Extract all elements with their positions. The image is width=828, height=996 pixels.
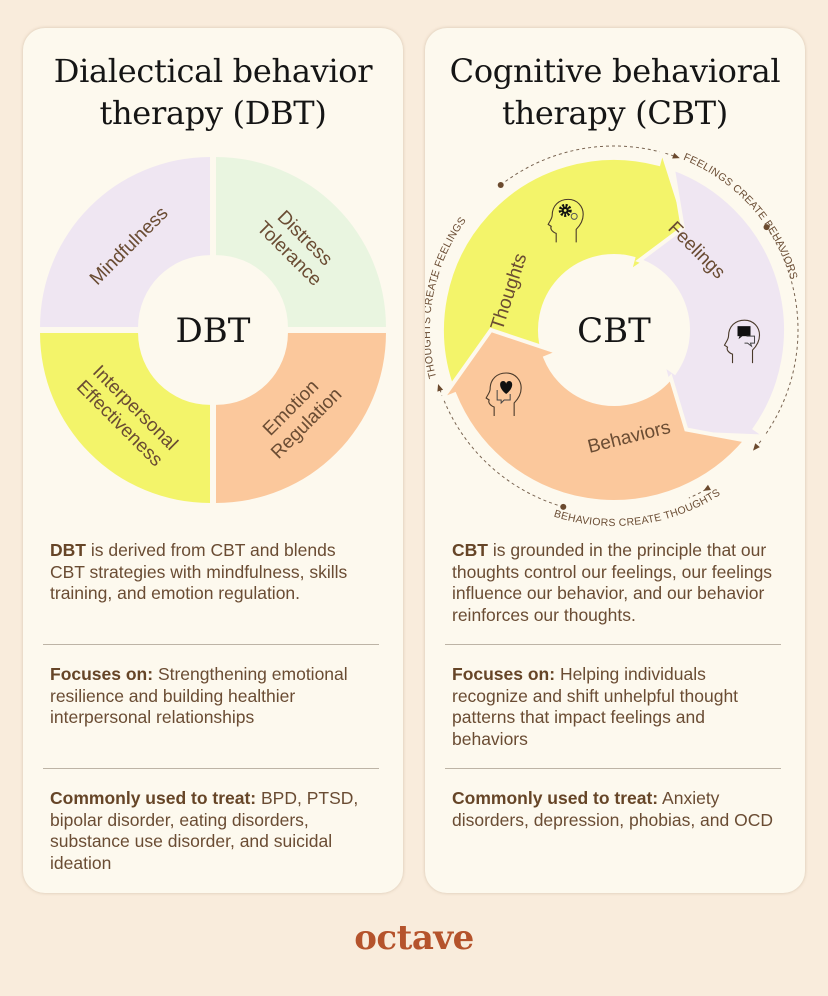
dbt-segment-mindfulness xyxy=(40,157,210,327)
dbt-focuses-text: Strengthening emotional resilience and b… xyxy=(50,664,348,728)
dbt-title-line2: therapy (DBT) xyxy=(99,94,327,132)
dbt-treats: Commonly used to treat: BPD, PTSD, bipol… xyxy=(50,788,375,874)
divider xyxy=(445,768,781,769)
cbt-focuses-text: Helping individuals recognize and shift … xyxy=(452,664,739,749)
dbt-description-text: is derived from CBT and blends CBT strat… xyxy=(50,540,348,604)
cbt-title-line1: Cognitive behavioral xyxy=(449,52,781,90)
dbt-title-line1: Dialectical behavior xyxy=(53,52,373,90)
cbt-treat-label: Commonly used to treat: xyxy=(452,788,659,808)
dbt-description-bold: DBT xyxy=(50,540,86,560)
cbt-description: CBT is grounded in the principle that ou… xyxy=(452,540,777,626)
divider xyxy=(445,644,781,645)
divider xyxy=(43,768,379,769)
cycle-dashed-arc xyxy=(438,386,564,508)
cycle-dashed-arc xyxy=(754,226,799,449)
cbt-arrow-feelings xyxy=(635,165,788,439)
cycle-arrowhead xyxy=(753,443,760,451)
cbt-card: Cognitive behavioral therapy (CBT) Thoug… xyxy=(425,28,805,893)
dbt-title: Dialectical behavior therapy (DBT) xyxy=(23,50,403,134)
octave-logo[interactable]: octave xyxy=(354,918,474,958)
cycle-arrowhead xyxy=(703,484,711,491)
cbt-focuses-label: Focuses on: xyxy=(452,664,556,684)
cbt-title-line2: therapy (CBT) xyxy=(502,94,728,132)
dbt-focuses: Focuses on: Strengthening emotional resi… xyxy=(50,664,375,729)
cbt-cycle-diagram: ThoughtsFeelingsBehaviorsTHOUGHTS CREATE… xyxy=(425,143,799,528)
dbt-treat-label: Commonly used to treat: xyxy=(50,788,257,808)
cycle-arrowhead xyxy=(672,152,680,159)
cbt-arrow-thoughts xyxy=(440,143,691,393)
cbt-title: Cognitive behavioral therapy (CBT) xyxy=(425,50,805,134)
cycle-dot xyxy=(560,503,567,510)
cbt-treat-text: Anxiety disorders, depression, phobias, … xyxy=(452,788,774,830)
cbt-arrow-behaviors xyxy=(435,327,750,504)
dbt-segment-interpersonal-effectiveness xyxy=(40,333,210,503)
cbt-description-text: is grounded in the principle that our th… xyxy=(452,540,773,625)
cbt-description-bold: CBT xyxy=(452,540,488,560)
dbt-treat-text: BPD, PTSD, bipolar disorder, eating diso… xyxy=(50,788,359,873)
head-heart-icon xyxy=(485,372,522,416)
cbt-center-label: CBT xyxy=(577,311,651,351)
dbt-segment-distress-tolerance xyxy=(216,157,386,327)
cbt-treats: Commonly used to treat: Anxiety disorder… xyxy=(452,788,777,831)
dbt-center-label: DBT xyxy=(176,311,251,351)
head-speech-bubbles-icon xyxy=(723,319,761,364)
divider xyxy=(43,644,379,645)
dbt-segment-emotion-regulation xyxy=(216,333,386,503)
cycle-dot xyxy=(763,224,770,231)
cbt-focuses: Focuses on: Helping individuals recogniz… xyxy=(452,664,777,750)
cycle-arrowhead xyxy=(437,384,444,392)
cycle-dashed-arc xyxy=(436,272,440,280)
dbt-card: Dialectical behavior therapy (DBT) Mindf… xyxy=(23,28,403,893)
head-gears-icon xyxy=(547,198,584,243)
dbt-focuses-label: Focuses on: xyxy=(50,664,154,684)
dbt-description: DBT is derived from CBT and blends CBT s… xyxy=(50,540,375,605)
cycle-dot xyxy=(497,182,504,189)
cycle-dashed-arc xyxy=(500,145,678,186)
